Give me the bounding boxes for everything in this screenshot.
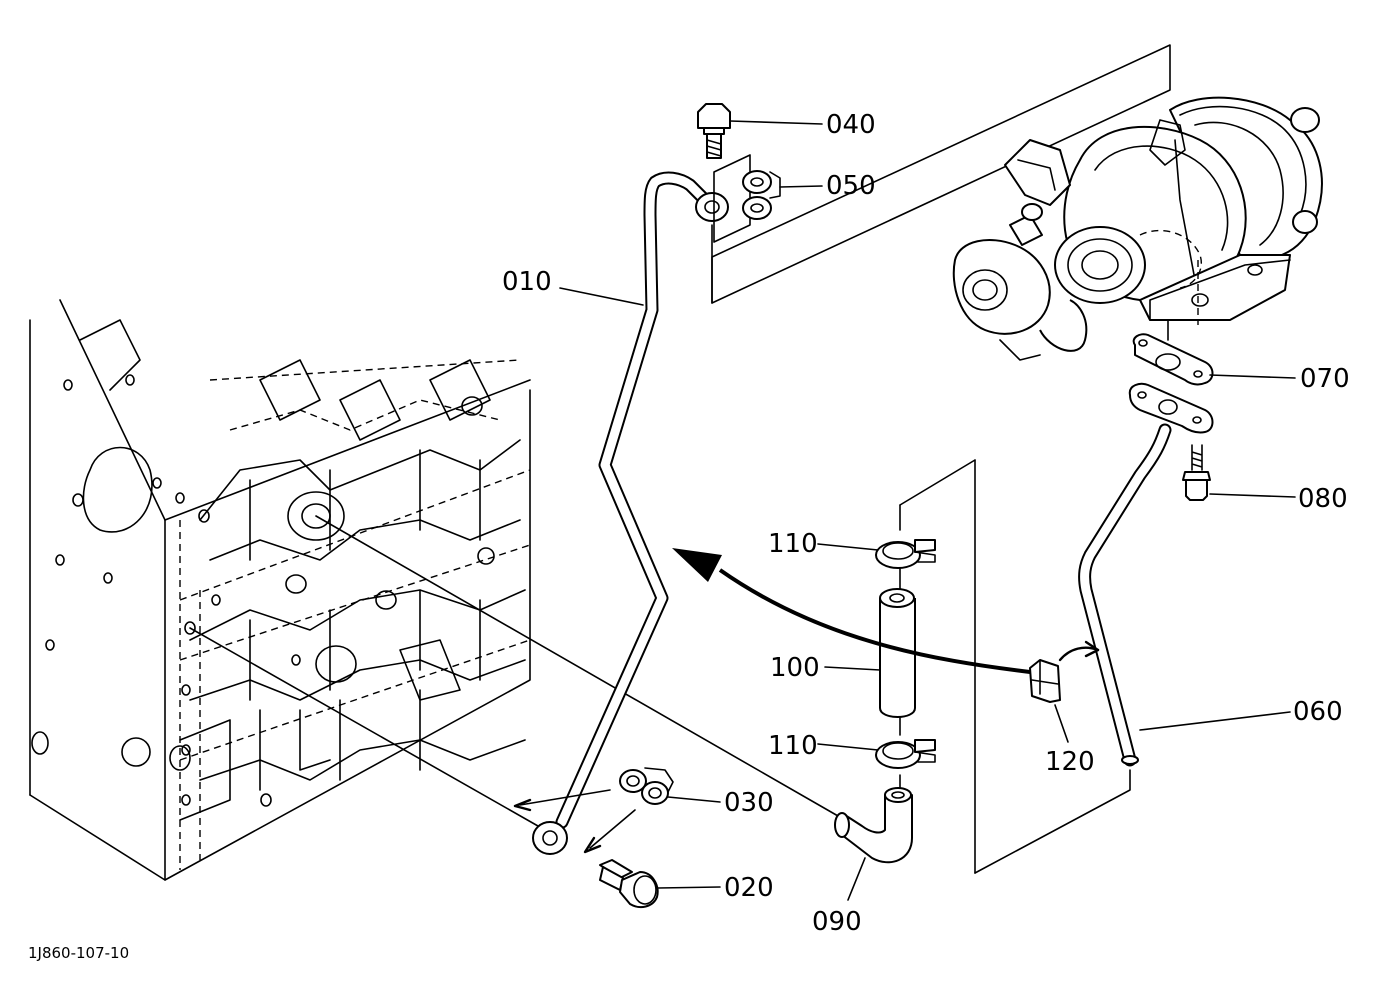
callout-leaders <box>559 120 1296 901</box>
seal-washers-050 <box>742 170 781 220</box>
seal-washers-030 <box>619 767 674 805</box>
engine-block <box>29 299 531 881</box>
direction-arrow-head <box>672 548 722 582</box>
callout-050: 050 <box>826 171 876 201</box>
figure-code: 1J860-107-10 <box>28 944 129 962</box>
arrow-030-b-head <box>583 836 602 854</box>
frame-bottom-top <box>899 459 976 506</box>
callout-020: 020 <box>724 873 774 903</box>
callout-010: 010 <box>502 267 552 297</box>
hose-clamp-110-bottom <box>875 739 936 769</box>
hose-clamp-110-top <box>875 539 936 569</box>
arrow-030-b <box>589 809 636 849</box>
arrow-030-a-head <box>513 798 532 812</box>
oil-pipe-010 <box>532 171 729 855</box>
callout-030: 030 <box>724 788 774 818</box>
frame-050 <box>713 154 751 243</box>
callout-040: 040 <box>826 110 876 140</box>
block-leader-lower <box>189 627 546 831</box>
callout-090: 090 <box>812 907 862 937</box>
oil-return-pipe-060 <box>1078 382 1214 767</box>
gasket-070 <box>1132 333 1214 386</box>
hose-100 <box>879 588 916 718</box>
block-leader-upper <box>315 515 846 821</box>
callout-070: 070 <box>1300 364 1350 394</box>
callout-110-bottom: 110 <box>768 731 818 761</box>
callout-060: 060 <box>1293 697 1343 727</box>
bolt-040 <box>697 103 731 159</box>
bolt-080 <box>1182 444 1211 501</box>
callout-110-top: 110 <box>768 529 818 559</box>
bolt-020 <box>599 859 659 909</box>
callout-080: 080 <box>1298 484 1348 514</box>
direction-arrow <box>718 568 1031 674</box>
frame-bottom <box>974 769 1131 874</box>
callout-100: 100 <box>770 653 820 683</box>
clip-arrow-small-head <box>1084 640 1100 658</box>
clip-120 <box>1029 659 1061 703</box>
callout-120: 120 <box>1045 747 1095 777</box>
elbow-pipe-090 <box>834 787 913 864</box>
arrow-030-a <box>519 789 611 806</box>
turbocharger <box>952 96 1323 361</box>
